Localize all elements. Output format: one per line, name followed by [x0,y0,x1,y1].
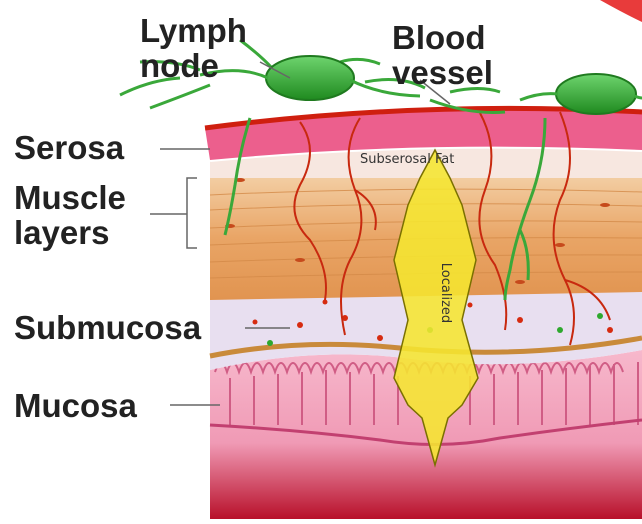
blood-vessel-label-line1: Blood [392,20,493,55]
lymph-node-label-line1: Lymph [140,13,247,48]
subserosal-fat-label: Subserosal Fat [360,152,454,167]
muscle-layers-label: Muscle layers [14,180,126,250]
muscle-layers-label-line2: layers [14,215,126,250]
muscle-layers-label-line1: Muscle [14,180,126,215]
blood-vessel-label-line2: vessel [392,55,493,90]
lymph-node-label: Lymph node [140,13,247,83]
submucosa-label: Submucosa [14,310,201,345]
lymph-node-label-line2: node [140,48,247,83]
corner-accent [600,0,642,22]
localized-label: Localized [438,253,453,333]
serosa-label: Serosa [14,130,124,165]
blood-vessel-label: Blood vessel [392,20,493,90]
mucosa-label: Mucosa [14,388,137,423]
